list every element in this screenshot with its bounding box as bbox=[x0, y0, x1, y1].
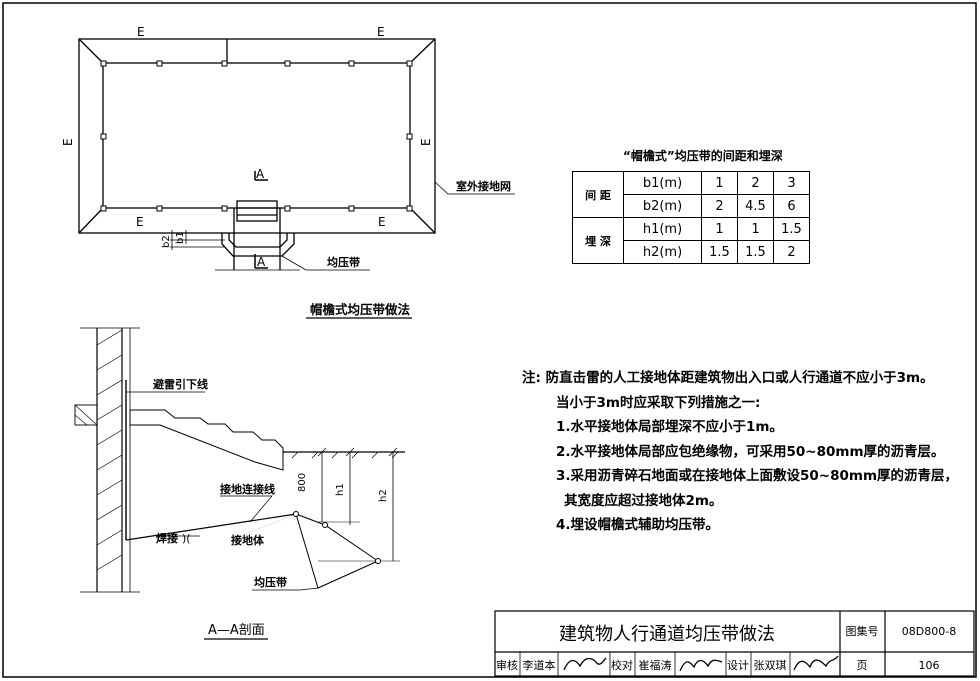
note-text: 防直击雷的人工接地体距建筑物出入口或人行通道不应小于3m。 bbox=[545, 370, 934, 386]
note-item: 1.水平接地体局部埋深不应小于1m。 bbox=[556, 419, 783, 435]
table-row: b2(m) 2 4.5 6 bbox=[573, 194, 810, 218]
plan-labels: E E E E E E A A b1 b2 室外接地网 均压带 帽檐式均压带做法 bbox=[61, 25, 511, 319]
label-equalizer-section: 均压带 bbox=[254, 575, 287, 589]
plan-view bbox=[78, 38, 515, 271]
plan-e-label: E bbox=[377, 25, 385, 39]
section-mark-bottom: A bbox=[257, 255, 266, 269]
signatures bbox=[563, 655, 839, 672]
review-name: 李道本 bbox=[523, 658, 556, 672]
signature-reviewer bbox=[563, 657, 607, 671]
atlas-number: 08D800-8 bbox=[902, 625, 956, 638]
signature-designer bbox=[793, 655, 839, 671]
label-weld: 焊接 bbox=[156, 531, 178, 545]
wall-hatch bbox=[96, 329, 123, 571]
section-title: A—A剖面 bbox=[208, 623, 265, 638]
value-cell: 1 bbox=[701, 171, 738, 195]
plan-outer-ring bbox=[78, 38, 436, 234]
check-label: 校对 bbox=[611, 658, 633, 672]
review-label: 审核 bbox=[496, 658, 518, 672]
page-number: 106 bbox=[919, 659, 940, 672]
param-cell: h2(m) bbox=[623, 240, 702, 264]
equalizer-nodes bbox=[293, 511, 381, 564]
plan-e-label: E bbox=[61, 138, 75, 146]
group-label-depth: 埋 深 bbox=[572, 217, 624, 264]
value-cell: 2 bbox=[737, 171, 774, 195]
title-block-text: 建筑物人行通道均压带做法 图集号 08D800-8 审核 李道本 校对 崔福涛 … bbox=[496, 624, 956, 672]
note-line: 当小于3m时应采取下列措施之一: bbox=[556, 394, 761, 411]
table-row: h2(m) 1.5 1.5 2 bbox=[573, 240, 810, 264]
weld-symbol: )( bbox=[182, 532, 191, 545]
dim-b1: b1 bbox=[175, 231, 186, 244]
title-block-grid bbox=[494, 610, 975, 677]
value-cell: 4.5 bbox=[737, 194, 774, 218]
value-cell: 6 bbox=[773, 194, 810, 218]
value-cell: 3 bbox=[773, 171, 810, 195]
value-cell: 1 bbox=[701, 217, 738, 241]
value-cell: 1 bbox=[737, 217, 774, 241]
drawing-title: 建筑物人行通道均压带做法 bbox=[559, 624, 775, 645]
equalizer-loop-inner bbox=[228, 233, 288, 248]
entrance-steps bbox=[236, 200, 278, 222]
electrode-markers bbox=[100, 60, 413, 212]
plan-e-label: E bbox=[136, 215, 144, 229]
plan-e-label: E bbox=[137, 25, 145, 39]
section-labels: 避雷引下线 接地连接线 焊接 )( 接地体 均压带 800 h1 h2 A—A剖… bbox=[153, 377, 389, 640]
table-caption: “帽檐式”均压带的间距和埋深 bbox=[623, 149, 783, 163]
spacing-depth-table: 间 距 b1(m) 1 2 3 b2(m) 2 4.5 6 埋 深 h1(m) … bbox=[572, 171, 810, 264]
dim-h2: h2 bbox=[378, 489, 389, 502]
section-view bbox=[74, 327, 405, 593]
check-name: 崔福涛 bbox=[639, 658, 672, 672]
value-cell: 1.5 bbox=[773, 217, 810, 241]
value-cell: 2 bbox=[773, 240, 810, 264]
table-row: 间 距 b1(m) 1 2 3 bbox=[572, 171, 810, 218]
atlas-label: 图集号 bbox=[846, 624, 879, 638]
table-row: 埋 深 h1(m) 1 1 1.5 bbox=[572, 217, 810, 264]
param-cell: h1(m) bbox=[623, 217, 702, 241]
page-label: 页 bbox=[857, 659, 868, 672]
note-item: 2.水平接地体局部应包绝缘物，可采用50~80mm厚的沥青层。 bbox=[556, 443, 945, 460]
building-outline bbox=[102, 62, 411, 209]
value-cell: 2 bbox=[701, 194, 738, 218]
dim-h1: h1 bbox=[335, 483, 346, 496]
dim-b2: b2 bbox=[161, 235, 172, 248]
value-cell: 1.5 bbox=[701, 240, 738, 264]
param-cell: b1(m) bbox=[623, 171, 702, 195]
label-equalizer-plan: 均压带 bbox=[327, 255, 360, 269]
param-cell: b2(m) bbox=[623, 194, 702, 218]
plan-title: 帽檐式均压带做法 bbox=[310, 302, 411, 317]
group-label-spacing: 间 距 bbox=[572, 171, 624, 218]
label-ground-wire: 接地连接线 bbox=[220, 482, 275, 496]
dim-800: 800 bbox=[297, 473, 308, 492]
equalizer-loop-outer bbox=[221, 233, 295, 257]
design-name: 张双琪 bbox=[754, 659, 787, 672]
note-item: 4.埋设帽檐式辅助均压带。 bbox=[556, 517, 720, 533]
signature-checker bbox=[679, 659, 723, 672]
label-grounding-body: 接地体 bbox=[231, 533, 265, 547]
note-item: 其宽度应超过接地体2m。 bbox=[564, 492, 723, 509]
value-cell: 1.5 bbox=[737, 240, 774, 264]
plan-e-label: E bbox=[419, 138, 433, 146]
label-outdoor-grid: 室外接地网 bbox=[456, 179, 511, 193]
note-prefix: 注: bbox=[522, 370, 541, 386]
section-mark-top: A bbox=[256, 167, 265, 181]
note-line: 注: 防直击雷的人工接地体距建筑物出入口或人行通道不应小于3m。 bbox=[522, 366, 962, 391]
note-item: 3.采用沥青碎石地面或在接地体上面敷设50~80mm厚的沥青层， bbox=[556, 468, 959, 484]
notes-block: 注: 防直击雷的人工接地体距建筑物出入口或人行通道不应小于3m。 当小于3m时应… bbox=[522, 366, 962, 538]
label-down-conductor: 避雷引下线 bbox=[153, 377, 208, 391]
plan-e-label: E bbox=[378, 215, 386, 229]
design-label: 设计 bbox=[727, 659, 749, 672]
